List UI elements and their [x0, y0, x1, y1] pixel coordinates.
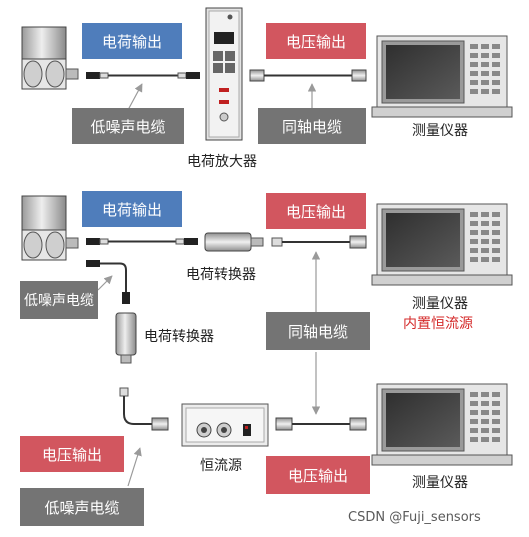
sensor-top	[21, 26, 79, 90]
charge-converter-right	[204, 232, 264, 252]
voltage-output-box-bottom: 电压输出	[266, 456, 370, 494]
coax-cable-label: 同轴电缆	[281, 117, 342, 136]
annotation-arrows	[97, 83, 321, 487]
coax-cable-box-top: 同轴电缆	[258, 108, 366, 144]
low-noise-cable-label: 低噪声电缆	[90, 117, 166, 136]
coax-cable-box-bottom: 同轴电缆	[266, 312, 370, 350]
cable-converter-to-source	[119, 387, 169, 431]
charge-converter-right-label: 电荷转换器	[186, 267, 256, 283]
instrument-bottom-graphic	[371, 383, 513, 466]
watermark: CSDN @Fuji_sensors	[348, 510, 481, 525]
built-in-current-source-note: 内置恒流源	[403, 316, 473, 332]
low-noise-cable-top	[86, 72, 200, 79]
voltage-output-label: 电压输出	[285, 32, 346, 51]
constant-current-source-label: 恒流源	[200, 458, 242, 474]
low-noise-cable-box-left: 低噪声电缆	[20, 281, 98, 319]
low-noise-cable-label: 低噪声电缆	[44, 498, 120, 517]
sensor-bottom	[21, 195, 79, 261]
coax-to-instrument-top	[271, 235, 367, 249]
voltage-output-label: 电压输出	[287, 466, 348, 485]
instrument-top-graphic	[371, 35, 513, 118]
instrument-label-bottom: 测量仪器	[412, 475, 468, 491]
coax-source-to-instrument	[275, 417, 367, 431]
voltage-output-label: 电压输出	[285, 202, 346, 221]
charge-output-box-bottom: 电荷输出	[82, 191, 182, 227]
voltage-output-label: 电压输出	[41, 445, 102, 464]
coax-cable-label: 同轴电缆	[287, 322, 348, 341]
constant-current-source-graphic	[181, 403, 269, 447]
low-noise-cable-label: 低噪声电缆	[24, 293, 94, 309]
charge-output-label: 电荷输出	[101, 32, 162, 51]
charge-amplifier	[205, 7, 243, 141]
charge-output-box-top: 电荷输出	[82, 23, 182, 59]
coax-cable-top	[249, 69, 367, 82]
charge-converter-left	[115, 312, 137, 364]
voltage-output-box-top: 电压输出	[266, 23, 366, 59]
charge-converter-left-label: 电荷转换器	[144, 329, 214, 345]
instrument-label-top: 测量仪器	[412, 123, 468, 139]
voltage-output-box-left: 电压输出	[20, 436, 124, 472]
instrument-top-bottom-graphic	[371, 203, 513, 286]
low-noise-cable-left	[86, 260, 130, 304]
low-noise-cable-box-bottom: 低噪声电缆	[20, 488, 144, 526]
charge-output-label: 电荷输出	[101, 200, 162, 219]
low-noise-cable-box-top: 低噪声电缆	[72, 108, 184, 144]
voltage-output-box-mid: 电压输出	[266, 193, 366, 229]
low-noise-cable-to-converter	[86, 238, 198, 245]
instrument-label-mid: 测量仪器	[412, 296, 468, 312]
charge-amplifier-label: 电荷放大器	[187, 154, 257, 170]
